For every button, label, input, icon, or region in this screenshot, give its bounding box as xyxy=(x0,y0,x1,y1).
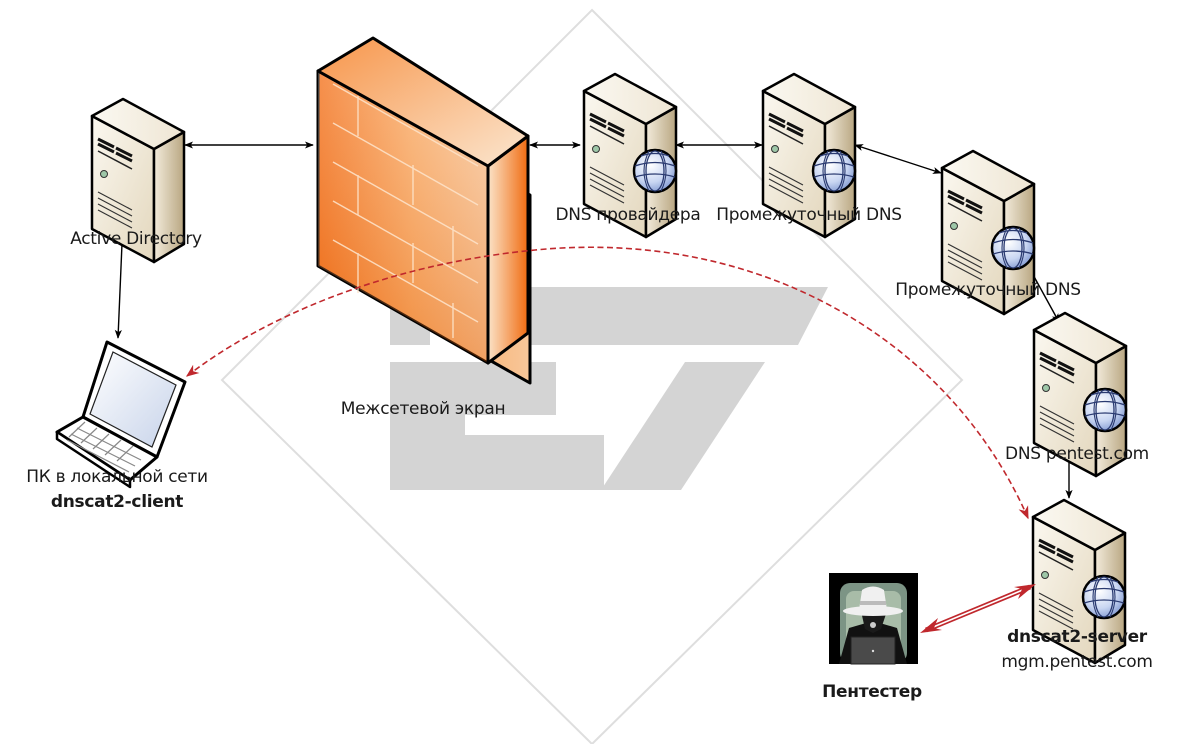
globe-icon xyxy=(1081,574,1127,620)
label-client-pc: ПК в локальной сети xyxy=(26,467,208,487)
watermark-shape-right xyxy=(601,362,765,490)
label-dnscat2-client: dnscat2-client xyxy=(50,492,184,512)
pentester-avatar[interactable] xyxy=(829,573,918,665)
globe-icon xyxy=(632,148,678,194)
edge-intermediate1-intermediate2 xyxy=(854,144,942,174)
laptop-icon[interactable] xyxy=(55,340,187,489)
label-dns-pentest: DNS pentest.com xyxy=(1005,444,1149,464)
label-intermediate-dns-1: Промежуточный DNS xyxy=(716,205,902,225)
firewall-icon[interactable] xyxy=(316,36,532,385)
globe-icon xyxy=(990,225,1036,271)
label-dnscat2-server: dnscat2-server xyxy=(1007,627,1147,647)
label-dnscat2-server-host: mgm.pentest.com xyxy=(1001,652,1153,672)
label-dns-provider: DNS провайдера xyxy=(555,205,701,225)
globe-icon xyxy=(1082,387,1128,433)
label-intermediate-dns-2: Промежуточный DNS xyxy=(895,280,1081,300)
globe-icon xyxy=(811,148,857,194)
label-firewall: Межсетевой экран xyxy=(340,399,506,419)
watermark-shape-left xyxy=(390,362,604,490)
label-pentester: Пентестер xyxy=(822,682,922,702)
label-active-directory: Active Directory xyxy=(70,229,202,249)
pentester-connection xyxy=(920,584,1036,633)
dns-tunnel-path xyxy=(185,246,1029,520)
